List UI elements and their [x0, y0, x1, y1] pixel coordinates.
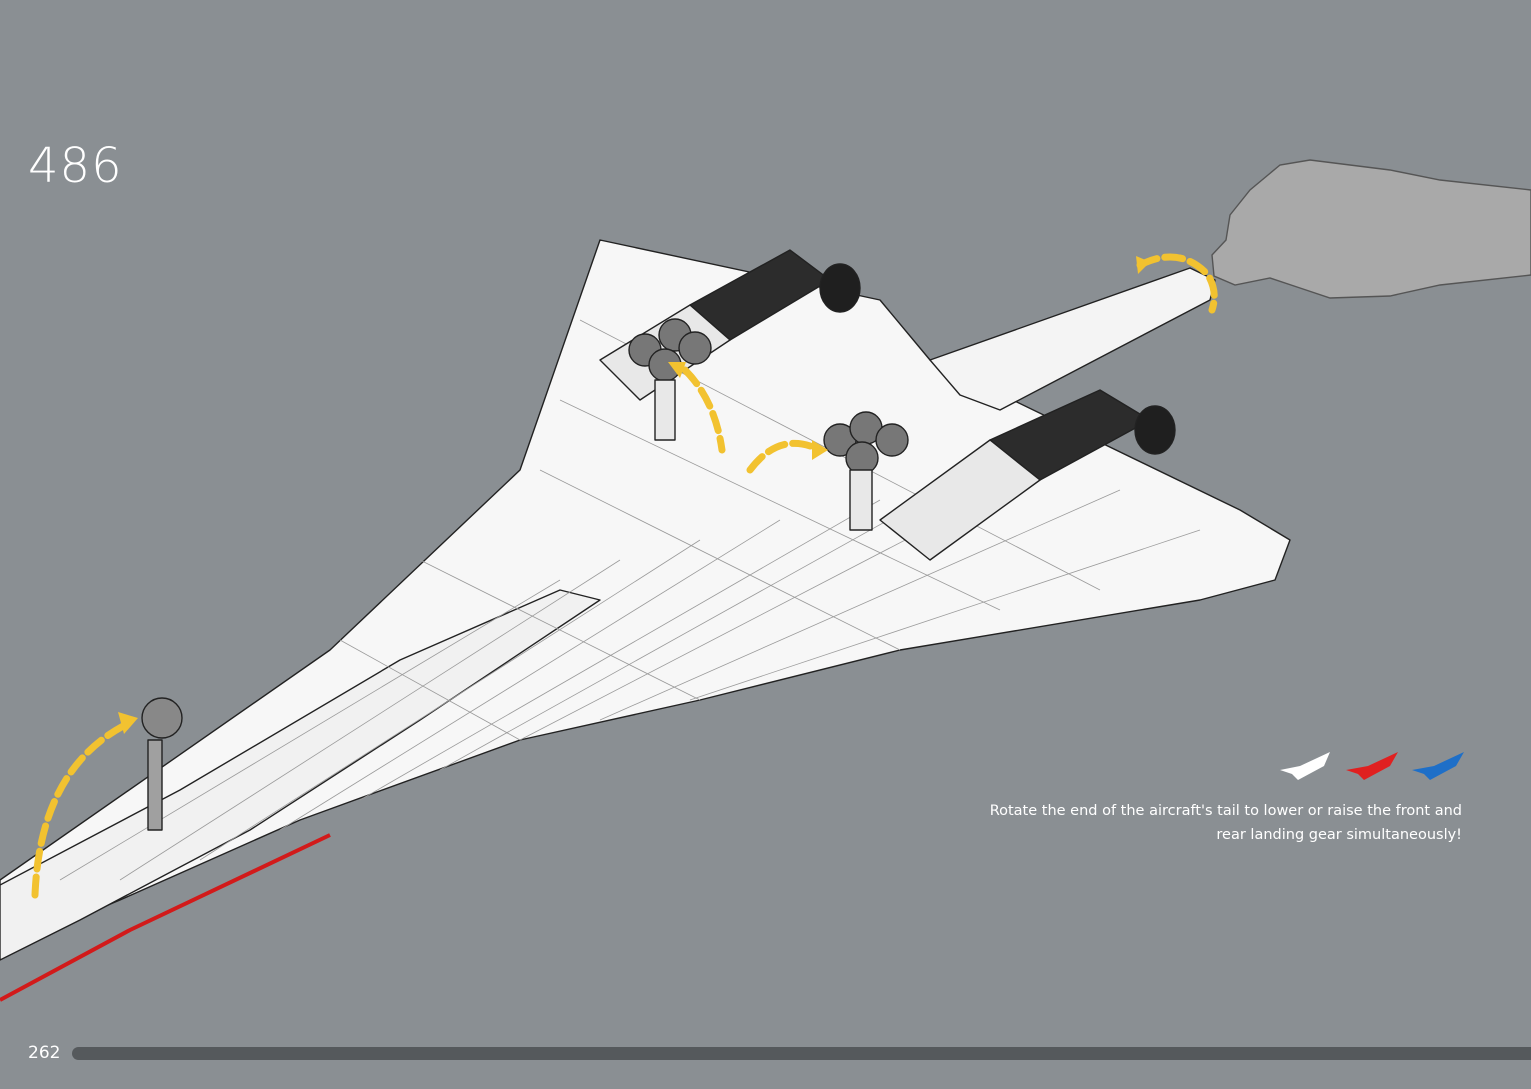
rear-landing-gear-right: [823, 411, 909, 531]
page-progress-bar: [72, 1047, 1531, 1060]
tail-cone: [929, 267, 1216, 411]
nose-landing-gear: [141, 697, 183, 831]
page-number: 262: [28, 1043, 61, 1063]
instruction-line-1: Rotate the end of the aircraft's tail to…: [989, 803, 1462, 819]
instruction-line-2: rear landing gear simultaneously!: [1216, 827, 1462, 843]
instruction-text: Rotate the end of the aircraft's tail to…: [942, 799, 1462, 847]
hand-icon: [1211, 159, 1531, 299]
plane-blue-icon: [1412, 752, 1464, 780]
fuselage: [0, 589, 601, 961]
engine-right: [879, 389, 1176, 561]
plane-white-icon: [1280, 752, 1330, 780]
plane-icons: [1280, 752, 1464, 780]
step-number: 486: [28, 138, 123, 194]
rear-landing-gear-left: [628, 318, 712, 441]
fuselage-red-stripe: [0, 833, 331, 1002]
plane-red-icon: [1346, 752, 1398, 780]
